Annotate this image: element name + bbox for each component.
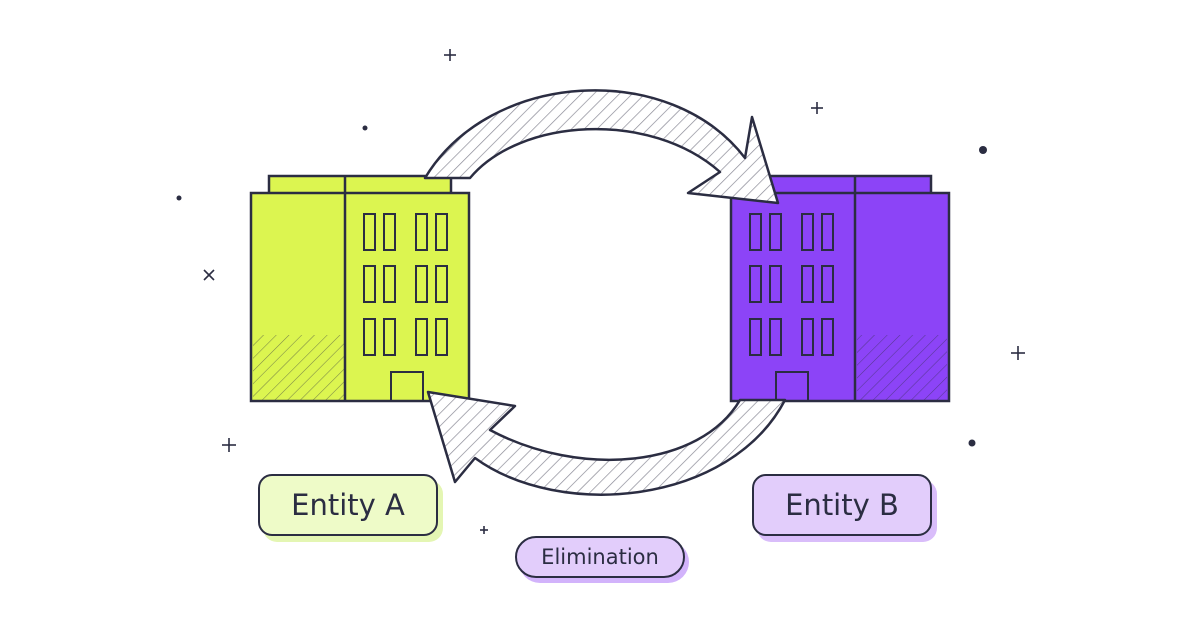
arrow-bottom-icon <box>426 390 787 496</box>
building-b-icon <box>729 174 951 403</box>
plus-icon <box>222 438 236 452</box>
dot-icon <box>968 439 976 447</box>
dot-icon <box>176 195 182 201</box>
entity-b-label: Entity B <box>752 474 932 536</box>
plus-icon <box>444 49 456 61</box>
decoration-group <box>176 49 1025 534</box>
plus-icon <box>480 526 488 534</box>
elimination-label: Elimination <box>515 536 685 578</box>
plus-icon <box>811 102 823 114</box>
building-a-icon <box>249 174 471 403</box>
arrow-top-icon <box>423 89 780 205</box>
plus-icon <box>1011 346 1025 360</box>
x-icon <box>203 269 215 281</box>
dot-icon <box>362 125 368 131</box>
entity-a-label: Entity A <box>258 474 438 536</box>
dot-icon <box>979 146 987 154</box>
